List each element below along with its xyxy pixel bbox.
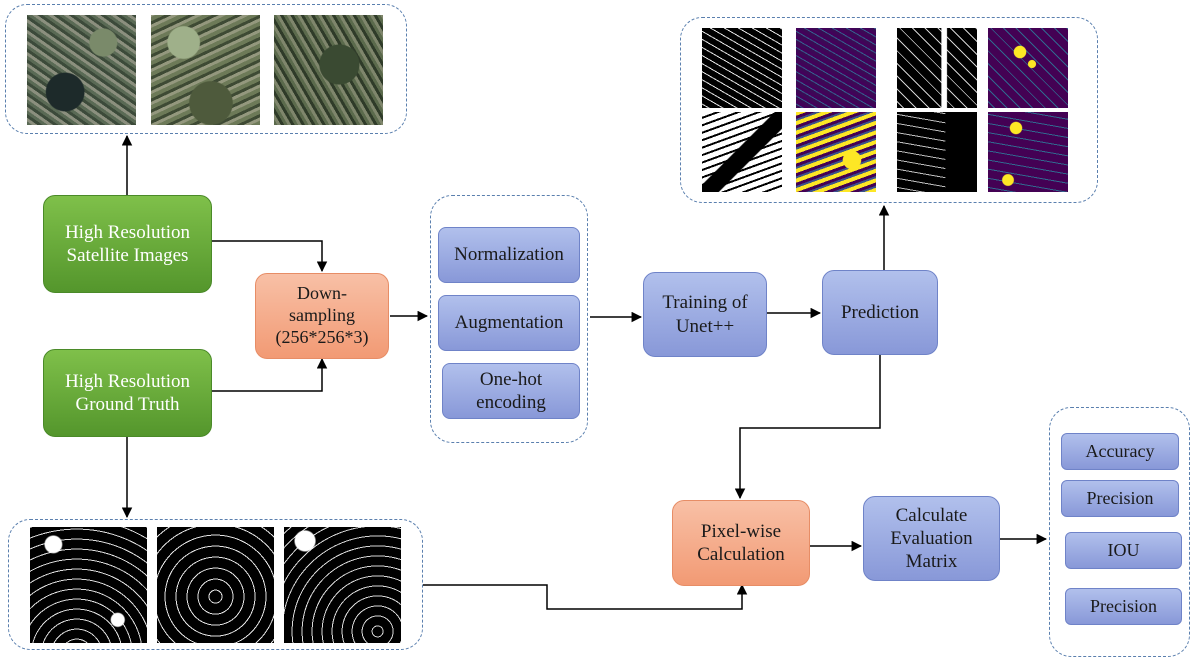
ground-truth-mask-1	[30, 527, 147, 643]
ground-truth-mask-2	[157, 527, 274, 643]
iou-node: IOU	[1065, 532, 1182, 569]
pixelwise-calculation-node: Pixel-wise Calculation	[672, 500, 810, 586]
satellite-image-1	[27, 15, 136, 125]
ground-truth-mask-3	[284, 527, 401, 643]
arrow-groundtruth-to-downsampling	[212, 357, 328, 392]
ground-truth-node: High Resolution Ground Truth	[43, 349, 212, 437]
metrics-group	[1049, 407, 1190, 657]
arrow-prediction-to-pixelwise	[734, 355, 881, 500]
augmentation-node: Augmentation	[438, 295, 580, 351]
downsampling-label: Down- sampling (256*256*3)	[275, 283, 369, 347]
iou-label: IOU	[1107, 539, 1140, 560]
prediction-mask-1	[702, 28, 782, 108]
training-node: Training of Unet++	[643, 272, 767, 357]
accuracy-label: Accuracy	[1085, 440, 1155, 461]
precision-label-2: Precision	[1090, 595, 1157, 616]
satellite-image-3	[274, 15, 383, 125]
precision-node-1: Precision	[1061, 480, 1179, 517]
ground-truth-label: High Resolution Ground Truth	[64, 370, 191, 415]
preprocessing-group	[430, 195, 588, 443]
arrow-satellite-to-downsampling	[212, 240, 328, 273]
pixelwise-calculation-label: Pixel-wise Calculation	[697, 520, 785, 565]
satellite-images-group	[5, 4, 407, 134]
prediction-colormap-4	[988, 112, 1068, 192]
prediction-colormap-1	[796, 28, 876, 108]
arrow-masks-to-pixelwise	[423, 583, 748, 610]
onehot-encoding-label: One-hot encoding	[476, 368, 546, 413]
accuracy-node: Accuracy	[1061, 433, 1179, 470]
ground-truth-images-group	[8, 519, 423, 650]
prediction-node: Prediction	[822, 270, 938, 355]
prediction-results-group	[680, 17, 1098, 203]
downsampling-node: Down- sampling (256*256*3)	[255, 273, 389, 359]
evaluation-label: Calculate Evaluation Matrix	[890, 504, 973, 573]
precision-node-2: Precision	[1065, 588, 1182, 625]
onehot-encoding-node: One-hot encoding	[442, 363, 580, 419]
satellite-images-node: High Resolution Satellite Images	[43, 195, 212, 293]
training-label: Training of Unet++	[662, 292, 748, 337]
prediction-mask-2	[897, 28, 977, 108]
precision-label-1: Precision	[1086, 487, 1154, 508]
evaluation-node: Calculate Evaluation Matrix	[863, 496, 1000, 581]
prediction-mask-3	[702, 112, 782, 192]
prediction-mask-4	[897, 112, 977, 192]
prediction-label: Prediction	[840, 301, 920, 323]
augmentation-label: Augmentation	[454, 312, 564, 334]
normalization-node: Normalization	[438, 227, 580, 283]
prediction-colormap-2	[988, 28, 1068, 108]
satellite-images-label: High Resolution Satellite Images	[64, 221, 191, 266]
prediction-colormap-3	[796, 112, 876, 192]
satellite-image-2	[151, 15, 260, 125]
normalization-label: Normalization	[454, 244, 564, 266]
